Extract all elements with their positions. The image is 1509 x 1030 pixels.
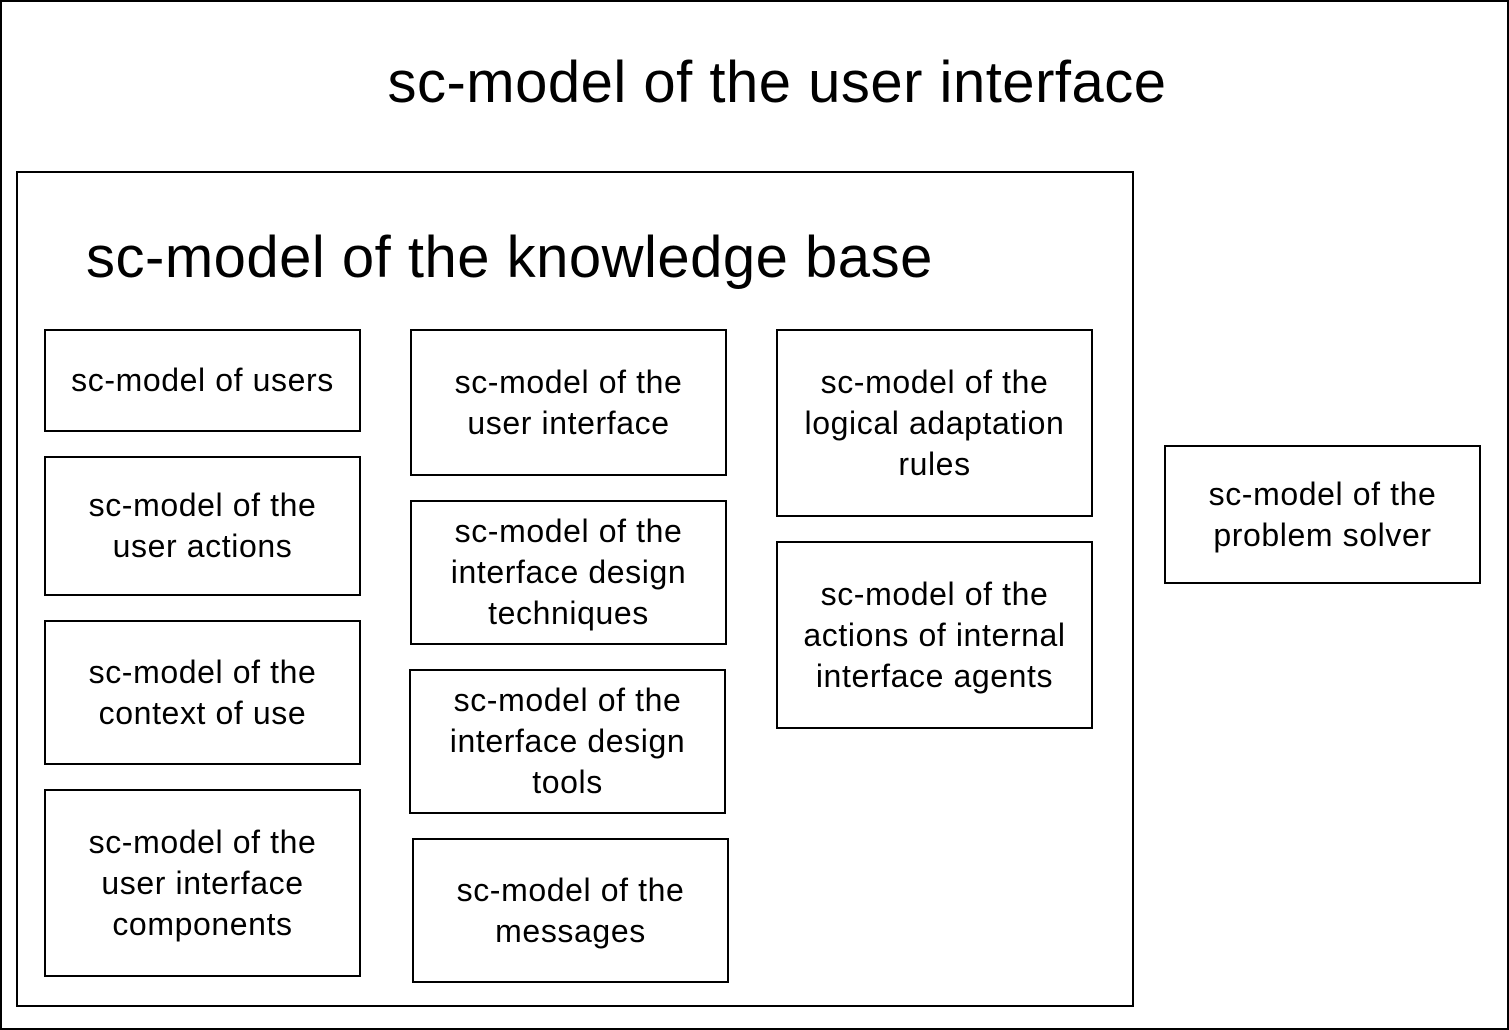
ui-components-model-box: sc-model of the user interface component… xyxy=(44,789,361,977)
knowledge-base-model-frame: sc-model of the knowledge base xyxy=(16,171,1134,1007)
design-tools-model-box: sc-model of the interface design tools xyxy=(409,669,726,814)
context-of-use-model-box: sc-model of the context of use xyxy=(44,620,361,765)
user-interface-model-title: sc-model of the user interface xyxy=(387,50,1167,115)
user-actions-model-box: sc-model of the user actions xyxy=(44,456,361,596)
problem-solver-model-box: sc-model of the problem solver xyxy=(1164,445,1481,584)
user-interface-model-box: sc-model of the user interface xyxy=(410,329,727,476)
users-model-box: sc-model of users xyxy=(44,329,361,432)
interface-agents-actions-model-box: sc-model of the actions of internal inte… xyxy=(776,541,1093,729)
adaptation-rules-model-box: sc-model of the logical adaptation rules xyxy=(776,329,1093,517)
knowledge-base-model-title: sc-model of the knowledge base xyxy=(86,225,933,290)
messages-model-box: sc-model of the messages xyxy=(412,838,729,983)
design-techniques-model-box: sc-model of the interface design techniq… xyxy=(410,500,727,645)
